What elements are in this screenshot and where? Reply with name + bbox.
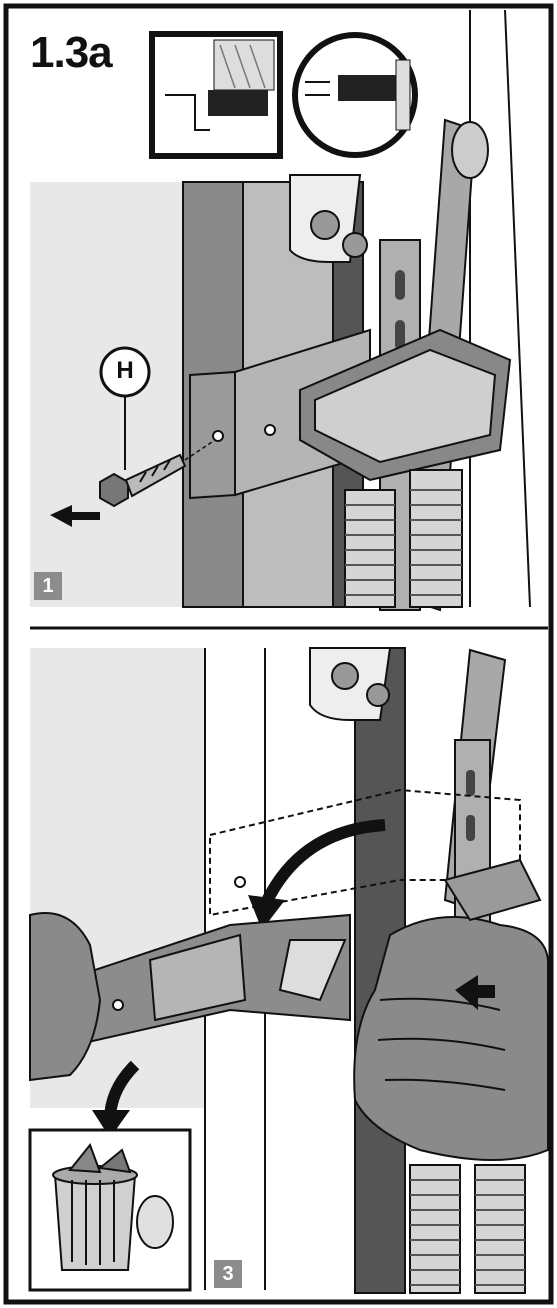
step-badge-3: 3	[214, 1260, 242, 1288]
step-title: 1.3a	[30, 28, 112, 78]
wall-area	[30, 182, 190, 607]
bolt-icon	[367, 684, 389, 706]
screw-hole	[265, 425, 275, 435]
spring	[475, 1165, 525, 1293]
inset-bracket	[338, 75, 396, 101]
part-label: H	[105, 357, 145, 385]
slot	[466, 770, 475, 796]
inset-bracket	[208, 90, 268, 116]
bolt-icon	[332, 663, 358, 689]
slot	[395, 270, 405, 300]
bolt-icon	[343, 233, 367, 257]
bolt-icon	[311, 211, 339, 239]
screw-hole	[113, 1000, 123, 1010]
slot	[466, 815, 475, 841]
inset-wall-hatch	[214, 40, 274, 90]
inset-wall	[396, 60, 410, 130]
spring	[410, 1165, 460, 1293]
step-badge-1: 1	[34, 572, 62, 600]
screw-hole	[235, 877, 245, 887]
pivot	[452, 122, 488, 178]
